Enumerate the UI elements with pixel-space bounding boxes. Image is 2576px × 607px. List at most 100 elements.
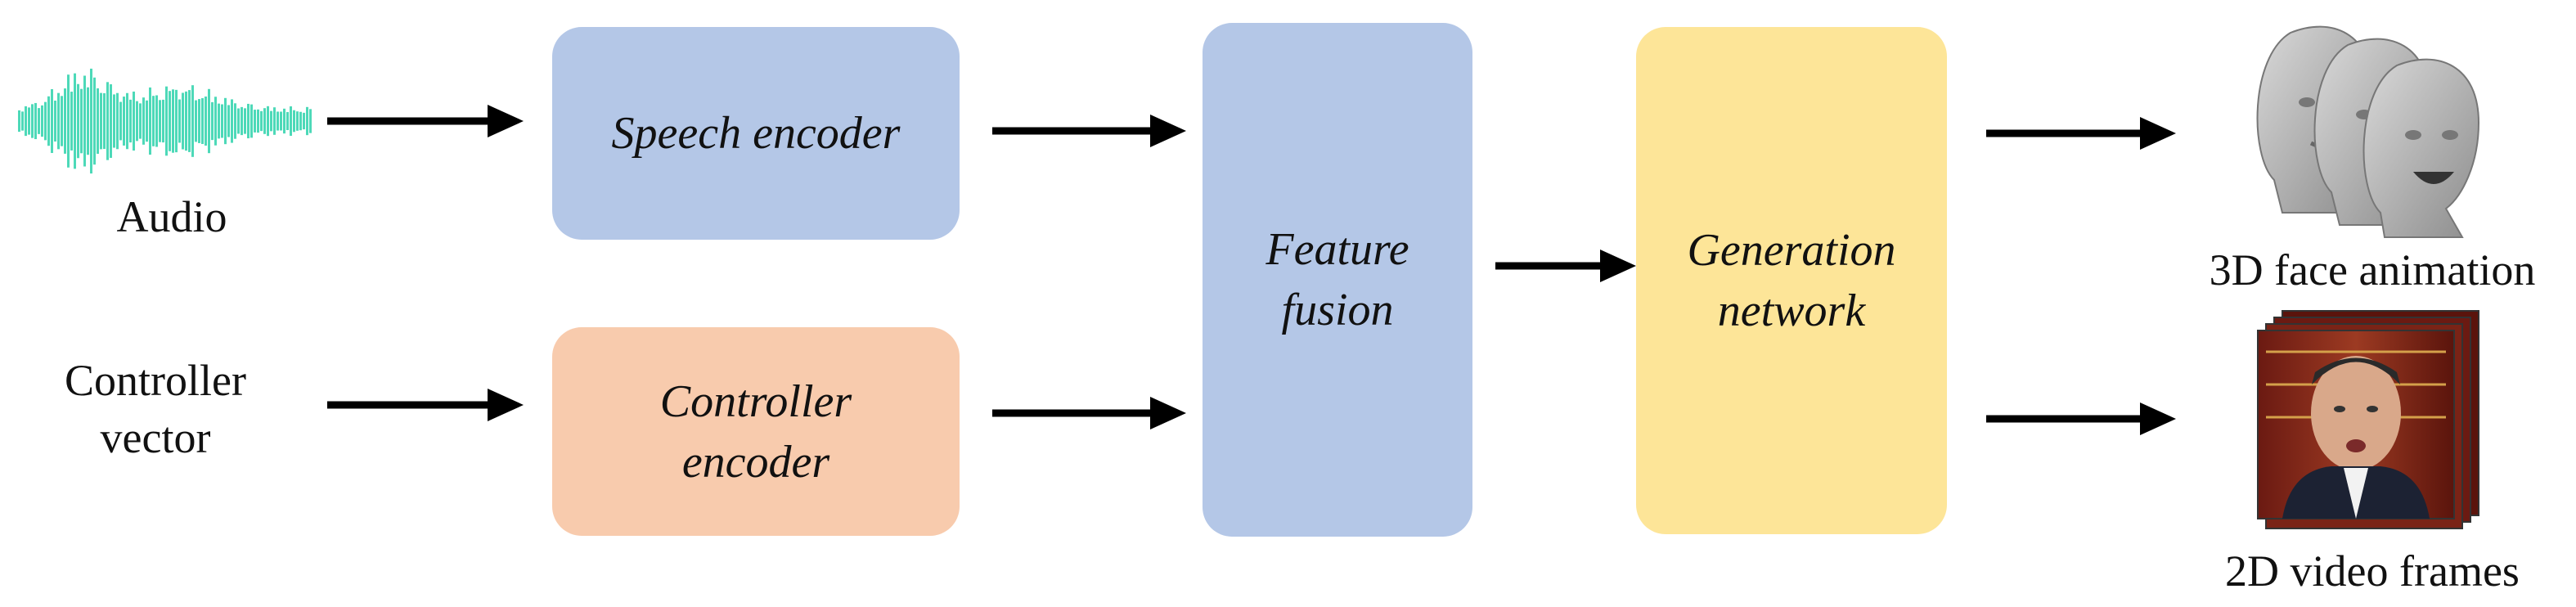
waveform-bar <box>106 82 109 160</box>
waveform-bar <box>28 107 30 135</box>
waveform-bar <box>293 110 295 133</box>
arrowhead-controller-fusion <box>1150 397 1186 429</box>
arrowhead-controller <box>488 389 524 421</box>
feature-fusion-line2: fusion <box>1281 285 1394 335</box>
waveform-bar <box>47 96 50 146</box>
waveform-bar <box>306 106 308 136</box>
waveform-bar <box>224 97 227 145</box>
waveform-bar <box>296 111 299 131</box>
waveform-bar <box>201 98 204 144</box>
waveform-bar <box>38 108 40 134</box>
waveform-bar <box>270 110 272 132</box>
waveform-bar <box>263 108 266 134</box>
waveform-bar <box>149 87 151 155</box>
waveform-bar <box>80 88 83 154</box>
generation-network-block: Generation network <box>1636 27 1947 534</box>
audio-waveform-icon <box>18 68 312 174</box>
waveform-bar <box>198 99 200 143</box>
waveform-bar <box>273 107 276 135</box>
waveform-bar <box>152 96 155 146</box>
waveform-bar <box>57 92 60 150</box>
waveform-bar <box>70 92 73 151</box>
waveform-bar <box>100 92 102 150</box>
waveform-bar <box>175 89 178 153</box>
waveform-bar <box>129 99 132 143</box>
waveform-bar <box>31 104 34 138</box>
waveform-bar <box>162 99 164 143</box>
waveform-bar <box>250 104 253 138</box>
arrowhead-audio <box>488 105 524 137</box>
waveform-bar <box>309 109 312 133</box>
controller-vector-line1: Controller <box>65 356 246 405</box>
waveform-bar <box>286 111 289 131</box>
waveform-bar <box>87 87 89 155</box>
waveform-bar <box>90 68 92 174</box>
waveform-bar <box>142 97 145 145</box>
waveform-bar <box>83 75 86 167</box>
waveform-bar <box>116 92 119 150</box>
waveform-bar <box>159 100 161 142</box>
waveform-bar <box>178 99 181 143</box>
waveform-bar <box>185 91 187 151</box>
waveform-bar <box>244 108 246 134</box>
audio-label: Audio <box>116 192 227 241</box>
video-frames-label: 2D video frames <box>2225 546 2520 596</box>
controller-encoder-block: Controller encoder <box>552 327 960 536</box>
controller-encoder-line2: encoder <box>681 436 830 488</box>
waveform-bar <box>126 92 128 150</box>
waveform-bar <box>155 95 158 147</box>
waveform-bar <box>231 99 233 143</box>
waveform-bar <box>21 111 24 131</box>
waveform-bar <box>93 77 96 165</box>
waveform-bar <box>276 111 279 131</box>
speech-encoder-label: Speech encoder <box>611 108 901 159</box>
waveform-bar <box>172 89 174 153</box>
waveform-bar <box>169 91 171 151</box>
waveform-bar <box>123 97 125 146</box>
waveform-bar <box>54 100 56 142</box>
waveform-bar <box>211 101 214 141</box>
waveform-bar <box>254 110 256 133</box>
waveform-bar <box>195 100 197 142</box>
waveform-bar <box>205 96 207 146</box>
waveform-bar <box>51 88 53 154</box>
waveform-bar <box>67 74 70 168</box>
waveform-bar <box>299 111 302 131</box>
waveform-bar <box>221 104 223 138</box>
waveform-bar <box>64 88 66 154</box>
waveform-bar <box>280 111 282 131</box>
waveform-bar <box>25 106 27 137</box>
waveform-bar <box>119 101 122 141</box>
waveform-bar <box>133 91 135 151</box>
waveform-bar <box>247 103 250 139</box>
controller-encoder-line1: Controller <box>659 375 852 427</box>
waveform-bar <box>41 105 43 137</box>
waveform-bar <box>34 102 37 140</box>
waveform-bar <box>267 106 269 137</box>
waveform-bar <box>303 112 305 130</box>
arrowhead-fusion-generation <box>1600 250 1636 282</box>
generation-network-line2: network <box>1717 286 1866 336</box>
waveform-bar <box>208 88 210 154</box>
2d-video-frames-icon <box>2257 310 2479 529</box>
waveform-bar <box>182 92 184 150</box>
waveform-bar <box>110 84 112 158</box>
waveform-bar <box>139 103 142 139</box>
arrowhead-generation-2d <box>2140 402 2176 435</box>
waveform-bar <box>97 88 99 155</box>
generation-network-line1: Generation <box>1687 225 1896 276</box>
waveform-bar <box>61 96 63 146</box>
waveform-bar <box>218 103 220 139</box>
controller-vector-line2: vector <box>100 413 211 462</box>
waveform-bar <box>237 108 240 134</box>
waveform-bar <box>191 85 194 157</box>
waveform-bar <box>257 109 259 133</box>
waveform-bar <box>136 101 138 142</box>
speech-encoder-block: Speech encoder <box>552 27 960 240</box>
waveform-bar <box>113 94 115 148</box>
face-animation-label: 3D face animation <box>2209 245 2536 295</box>
arrowhead-speech-fusion <box>1150 115 1186 147</box>
waveform-bar <box>290 106 292 136</box>
waveform-bar <box>283 108 285 134</box>
